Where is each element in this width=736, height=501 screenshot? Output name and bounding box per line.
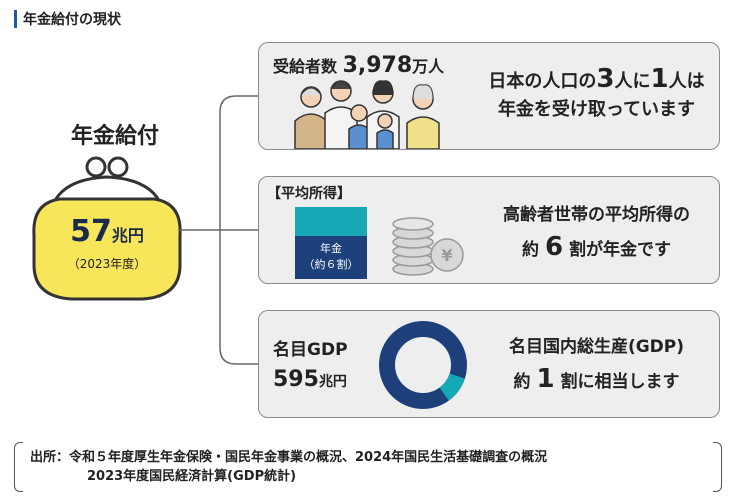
recipients-panel: 受給者数 3,978万人 日本の人口の3人に1人は 年金を受け取っています <box>258 42 720 150</box>
pension-amount: 57 <box>70 214 112 249</box>
pension-year: （2023年度） <box>67 257 147 271</box>
page-title: 年金給付の現状 <box>23 12 121 28</box>
source-bracket-right <box>713 442 722 492</box>
gdp-amount-unit: 兆円 <box>318 374 347 390</box>
gdp-panel: 名目GDP 595兆円 名目国内総生産(GDP) 約 1 割に相当します <box>258 310 720 418</box>
family-icon <box>294 80 440 149</box>
header: 年金給付の現状 <box>14 8 121 30</box>
pension-payment-label: 年金給付 <box>70 124 159 149</box>
gdp-donut-chart <box>379 321 467 409</box>
pension-income-segment: 年金 （約６割） <box>295 236 367 279</box>
coin-stack-icon: ¥ <box>392 217 464 276</box>
income-share-bar: 年金 （約６割） <box>295 207 367 279</box>
income-title: 【平均所得】 <box>267 186 351 202</box>
coin-purse-icon <box>32 156 182 301</box>
gdp-message: 名目国内総生産(GDP) 約 1 割に相当します <box>508 337 685 394</box>
source-note: 出所：令和５年度厚生年金保険・国民年金事業の概況、2024年国民生活基礎調査の概… <box>14 442 722 492</box>
pension-total: 57兆円 （2023年度） <box>22 215 192 272</box>
recipients-title: 受給者数 3,978万人 <box>273 53 445 78</box>
source-bracket-left <box>14 442 23 492</box>
gdp-amount: 595 <box>273 367 319 392</box>
yen-symbol: ¥ <box>441 246 452 265</box>
gdp-label: 名目GDP <box>273 340 348 360</box>
gdp-other-ring <box>379 321 467 409</box>
gdp-value: 名目GDP 595兆円 <box>273 335 348 397</box>
pension-amount-unit: 兆円 <box>111 226 144 245</box>
recipients-message: 日本の人口の3人に1人は 年金を受け取っています <box>488 64 705 120</box>
income-message: 高齢者世帯の平均所得の 約 6 割が年金です <box>503 205 690 262</box>
other-income-segment <box>295 207 367 236</box>
header-accent-bar <box>14 10 17 28</box>
income-panel: 【平均所得】 年金 （約６割） ¥ 高齢者世帯の平均所得の 約 6 割が年金です <box>258 176 720 284</box>
source-line-2: 2023年度国民経済計算(GDP統計) <box>87 469 297 484</box>
gdp-pension-segment <box>439 373 465 401</box>
source-line-1: 出所：令和５年度厚生年金保険・国民年金事業の概況、2024年国民生活基礎調査の概… <box>30 450 548 465</box>
